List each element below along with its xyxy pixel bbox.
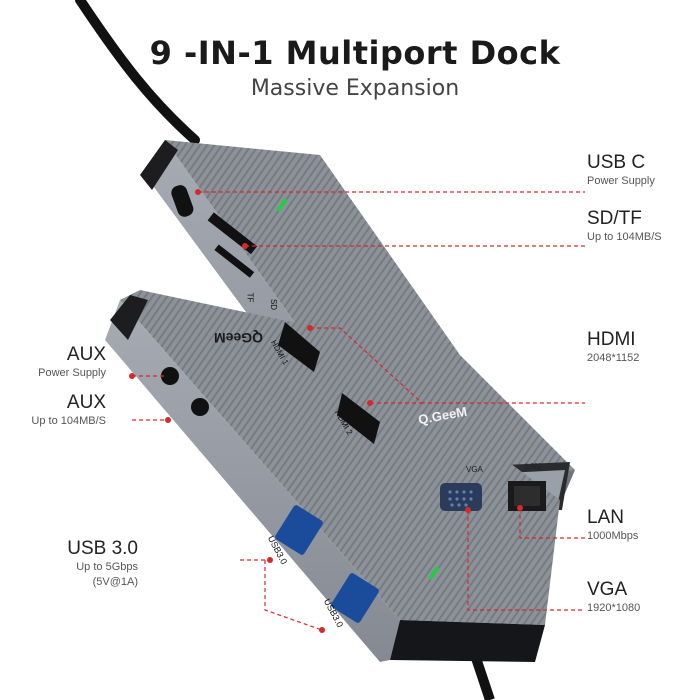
callout-sd-tf-desc: Up to 104MB/S (587, 231, 662, 243)
brand-logo-bottom: QGeeM (214, 330, 264, 346)
led-indicator (276, 198, 288, 212)
page-subtitle: Massive Expansion (250, 76, 460, 101)
callout-usb-c-name: USB C (587, 152, 646, 173)
callout-lan: LAN 1000Mbps (587, 507, 638, 544)
callout-hdmi-name: HDMI (587, 329, 636, 350)
callout-lan-desc: 1000Mbps (587, 530, 639, 542)
cable (75, 0, 200, 145)
port-label-tf: TF (245, 292, 255, 303)
callout-usb3-desc1: Up to 5Gbps (76, 561, 138, 573)
usb-c-port (171, 185, 194, 217)
callout-lan-name: LAN (587, 507, 624, 528)
callout-usb3: USB 3.0 Up to 5Gbps (5V@1A) (40, 538, 138, 590)
usb-a-port-1 (275, 505, 323, 555)
callout-sd-tf-name: SD/TF (587, 208, 642, 229)
port-label-sd: SD (269, 298, 279, 311)
callout-usb-c: USB C Power Supply (587, 152, 655, 189)
bottom-hub (105, 290, 560, 662)
hdmi-1-port (278, 322, 320, 372)
callout-aux-1: AUX Power Supply (10, 344, 106, 381)
callout-aux-2: AUX Up to 104MB/S (10, 392, 106, 429)
callout-aux-2-desc: Up to 104MB/S (31, 415, 106, 427)
vga-port (440, 483, 482, 511)
led-indicator-2 (428, 566, 440, 580)
callout-aux-1-name: AUX (66, 344, 106, 365)
tf-slot (214, 244, 255, 278)
callout-usb3-name: USB 3.0 (67, 538, 138, 559)
aux-jack-2 (191, 398, 209, 416)
aux-jack-1 (161, 367, 179, 385)
callout-aux-2-name: AUX (66, 392, 106, 413)
callout-hdmi: HDMI 2048*1152 (587, 329, 639, 366)
hdmi-2-port (337, 393, 380, 444)
callout-vga-name: VGA (587, 579, 628, 600)
callout-aux-1-desc: Power Supply (38, 367, 106, 379)
callout-vga: VGA 1920*1080 (587, 579, 640, 616)
callout-usb-c-desc: Power Supply (587, 175, 655, 187)
usb-a-port-2 (331, 573, 379, 623)
port-label-vga: VGA (466, 465, 483, 474)
page-title: 9 -IN-1 Multiport Dock (149, 34, 561, 72)
callout-vga-desc: 1920*1080 (587, 602, 641, 614)
port-label-lan: LAN (525, 462, 541, 471)
callout-usb3-desc2: (5V@1A) (92, 576, 138, 588)
leader-lines (132, 191, 585, 631)
callout-sd-tf: SD/TF Up to 104MB/S (587, 208, 662, 245)
callout-hdmi-desc: 2048*1152 (587, 352, 640, 364)
